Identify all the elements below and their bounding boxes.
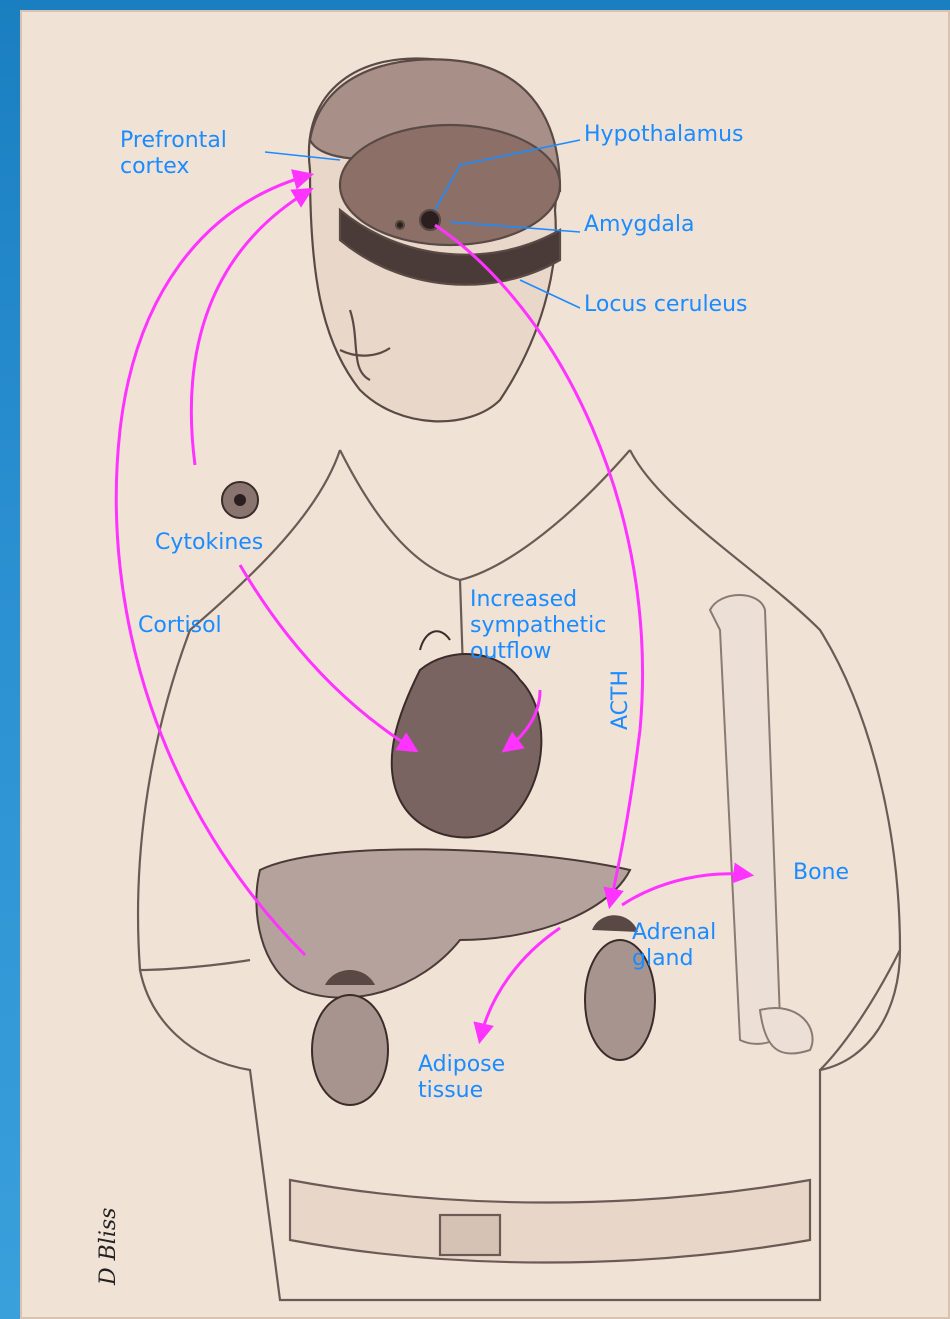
label-acth: ACTH xyxy=(608,670,634,730)
label-cortisol: Cortisol xyxy=(138,613,222,639)
label-locus-ceruleus: Locus ceruleus xyxy=(584,292,748,318)
label-adrenal-gland: Adrenal gland xyxy=(632,920,716,972)
label-bone: Bone xyxy=(793,860,849,886)
label-amygdala: Amygdala xyxy=(584,212,695,238)
label-cytokines: Cytokines xyxy=(155,530,263,556)
brain-shape xyxy=(340,125,560,245)
label-prefrontal-cortex: Prefrontal cortex xyxy=(120,128,227,180)
label-adipose-tissue: Adipose tissue xyxy=(418,1052,505,1104)
label-increased-sympathetic-outflow: Increased sympathetic outflow xyxy=(470,587,606,665)
kidney-left xyxy=(312,995,388,1105)
artist-signature: D Bliss xyxy=(96,1208,121,1285)
label-hypothalamus: Hypothalamus xyxy=(584,122,743,148)
